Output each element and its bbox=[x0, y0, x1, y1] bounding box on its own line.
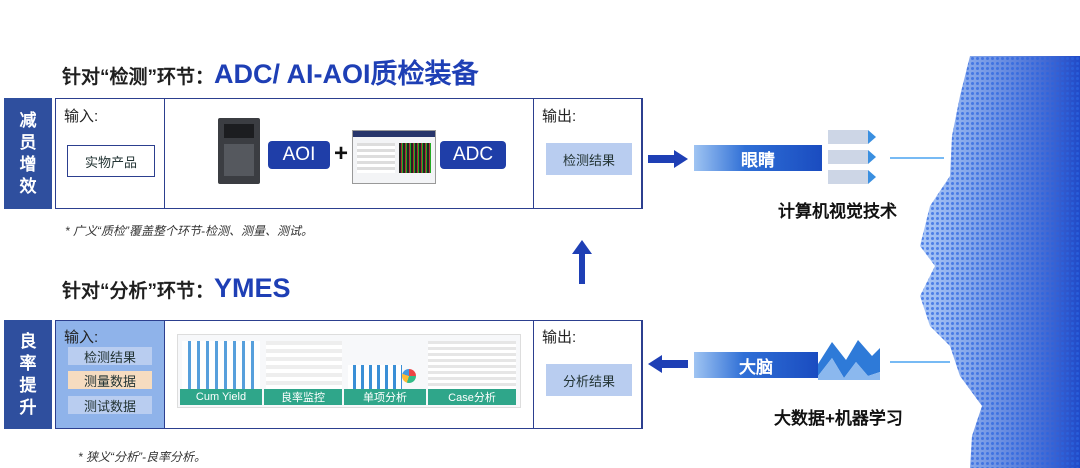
brain-caption: 大数据+机器学习 bbox=[774, 409, 903, 428]
eye-ribbon: 眼睛 bbox=[694, 145, 822, 171]
aoi-machine-image bbox=[218, 118, 260, 184]
up-arrow bbox=[572, 240, 592, 284]
bottom-title: 针对“分析”环节：YMES bbox=[62, 273, 291, 304]
dashboard-tab: Case分析 bbox=[428, 389, 516, 405]
bottom-input-item: 测量数据 bbox=[68, 371, 152, 389]
plus-sign: + bbox=[334, 140, 349, 167]
dashboard-tab: 良率监控 bbox=[264, 389, 342, 405]
side-char: 增 bbox=[19, 154, 37, 174]
side-char: 良 bbox=[19, 331, 37, 351]
ai-face-image bbox=[890, 56, 1080, 468]
bottom-input-item: 测试数据 bbox=[68, 396, 152, 414]
top-title: 针对“检测”环节：ADC/ AI-AOI质检装备 bbox=[62, 52, 479, 91]
bottom-note: * 狭义“分析”-良率分析。 bbox=[78, 450, 206, 464]
top-note: * 广义“质检”覆盖整个环节-检测、测量、测试。 bbox=[65, 224, 313, 238]
bottom-output-label: 输出: bbox=[542, 329, 577, 346]
top-output-cell bbox=[533, 98, 643, 209]
bottom-side-label: 良 率 提 升 bbox=[4, 320, 52, 429]
side-char: 员 bbox=[19, 132, 37, 152]
side-char: 减 bbox=[19, 110, 37, 130]
adc-screen-image bbox=[352, 130, 436, 184]
top-title-highlight: ADC/ AI-AOI质检装备 bbox=[214, 59, 479, 89]
side-char: 率 bbox=[19, 353, 37, 373]
top-input-label: 输入: bbox=[64, 108, 99, 125]
top-title-prefix: 针对“检测”环节： bbox=[62, 67, 215, 88]
brain-ribbon: 大脑 bbox=[694, 352, 818, 378]
side-char: 提 bbox=[19, 375, 37, 395]
top-side-label: 减 员 增 效 bbox=[4, 98, 52, 209]
brain-wave-icon bbox=[818, 340, 880, 380]
bottom-output-item: 分析结果 bbox=[546, 364, 632, 396]
top-input-item: 实物产品 bbox=[67, 145, 155, 177]
dashboard-tab: Cum Yield bbox=[180, 389, 262, 405]
eye-caption: 计算机视觉技术 bbox=[778, 202, 897, 221]
aoi-badge: AOI bbox=[268, 141, 330, 169]
top-panel bbox=[55, 98, 643, 209]
bottom-title-highlight: YMES bbox=[214, 273, 291, 303]
top-input-cell bbox=[55, 98, 165, 209]
side-char: 升 bbox=[19, 397, 37, 417]
bottom-output-cell bbox=[533, 320, 643, 429]
left-arrow bbox=[648, 355, 688, 373]
eye-connector-icon bbox=[828, 130, 876, 184]
bottom-input-label: 输入: bbox=[64, 329, 99, 346]
top-output-item: 检测结果 bbox=[546, 143, 632, 175]
dashboard-tab: 单项分析 bbox=[344, 389, 426, 405]
adc-badge: ADC bbox=[440, 141, 506, 169]
bottom-input-item: 检测结果 bbox=[68, 347, 152, 365]
right-arrow bbox=[648, 150, 688, 168]
bottom-title-prefix: 针对“分析”环节： bbox=[62, 281, 215, 302]
side-char: 效 bbox=[19, 176, 37, 196]
top-output-label: 输出: bbox=[542, 108, 577, 125]
